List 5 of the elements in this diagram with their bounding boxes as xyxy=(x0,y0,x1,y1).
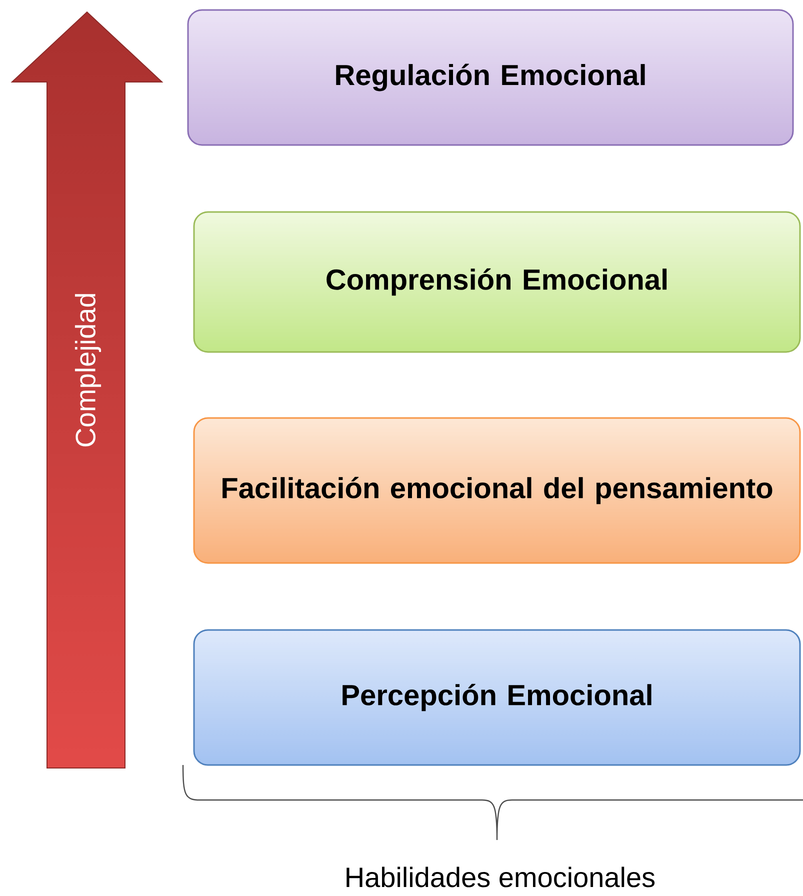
skill-box: Facilitación emocional del pensamiento xyxy=(193,417,801,564)
axis-label: Habilidades emocionales xyxy=(346,866,655,888)
skill-box: Comprensión Emocional xyxy=(193,211,801,353)
skill-box: Percepción Emocional xyxy=(193,629,801,766)
skill-box: Regulación Emocional xyxy=(187,9,794,146)
